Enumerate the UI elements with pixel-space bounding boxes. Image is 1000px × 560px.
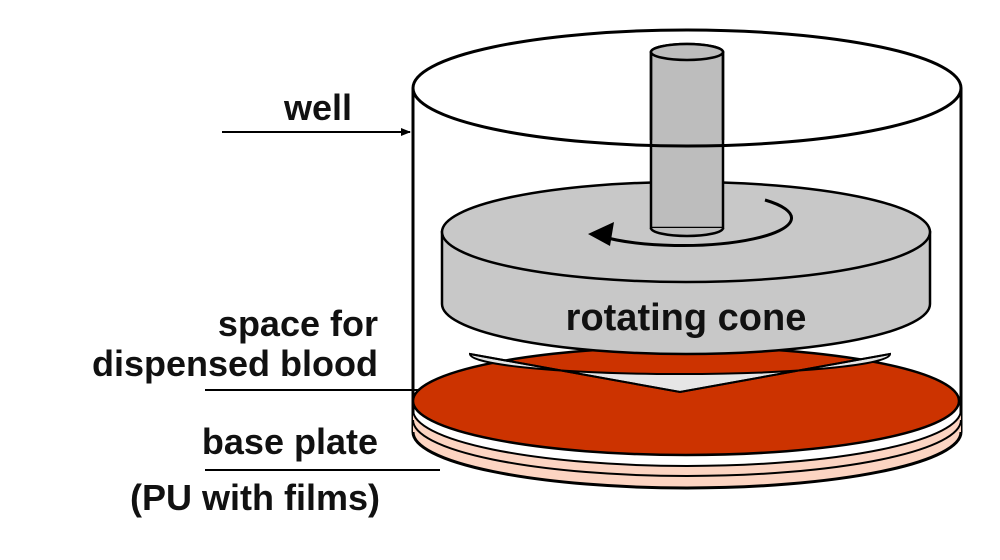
cone-tip	[468, 352, 892, 394]
label-space-line1: space for	[218, 303, 378, 344]
well-top-rim	[411, 28, 963, 148]
shaft-top-cap	[649, 42, 725, 62]
base-plate-film-line-1	[412, 409, 962, 467]
well-cylinder	[411, 88, 963, 432]
rotating-cone	[440, 180, 932, 356]
label-well: well	[283, 87, 352, 128]
label-space-line2: dispensed blood	[92, 343, 378, 384]
counterclockwise-arrow-icon	[588, 198, 793, 248]
label-rotating-cone: rotating cone	[566, 297, 807, 339]
shaft-front-overlay	[652, 53, 722, 133]
shaft-bottom	[649, 227, 725, 238]
base-plate-film-line-2	[412, 419, 962, 477]
cone-tip-lines	[469, 353, 891, 394]
well-bottom-arc	[411, 431, 963, 490]
label-base-line2: (PU with films)	[130, 477, 380, 518]
label-base-line1: base plate	[202, 421, 378, 462]
base-plate	[411, 409, 963, 490]
